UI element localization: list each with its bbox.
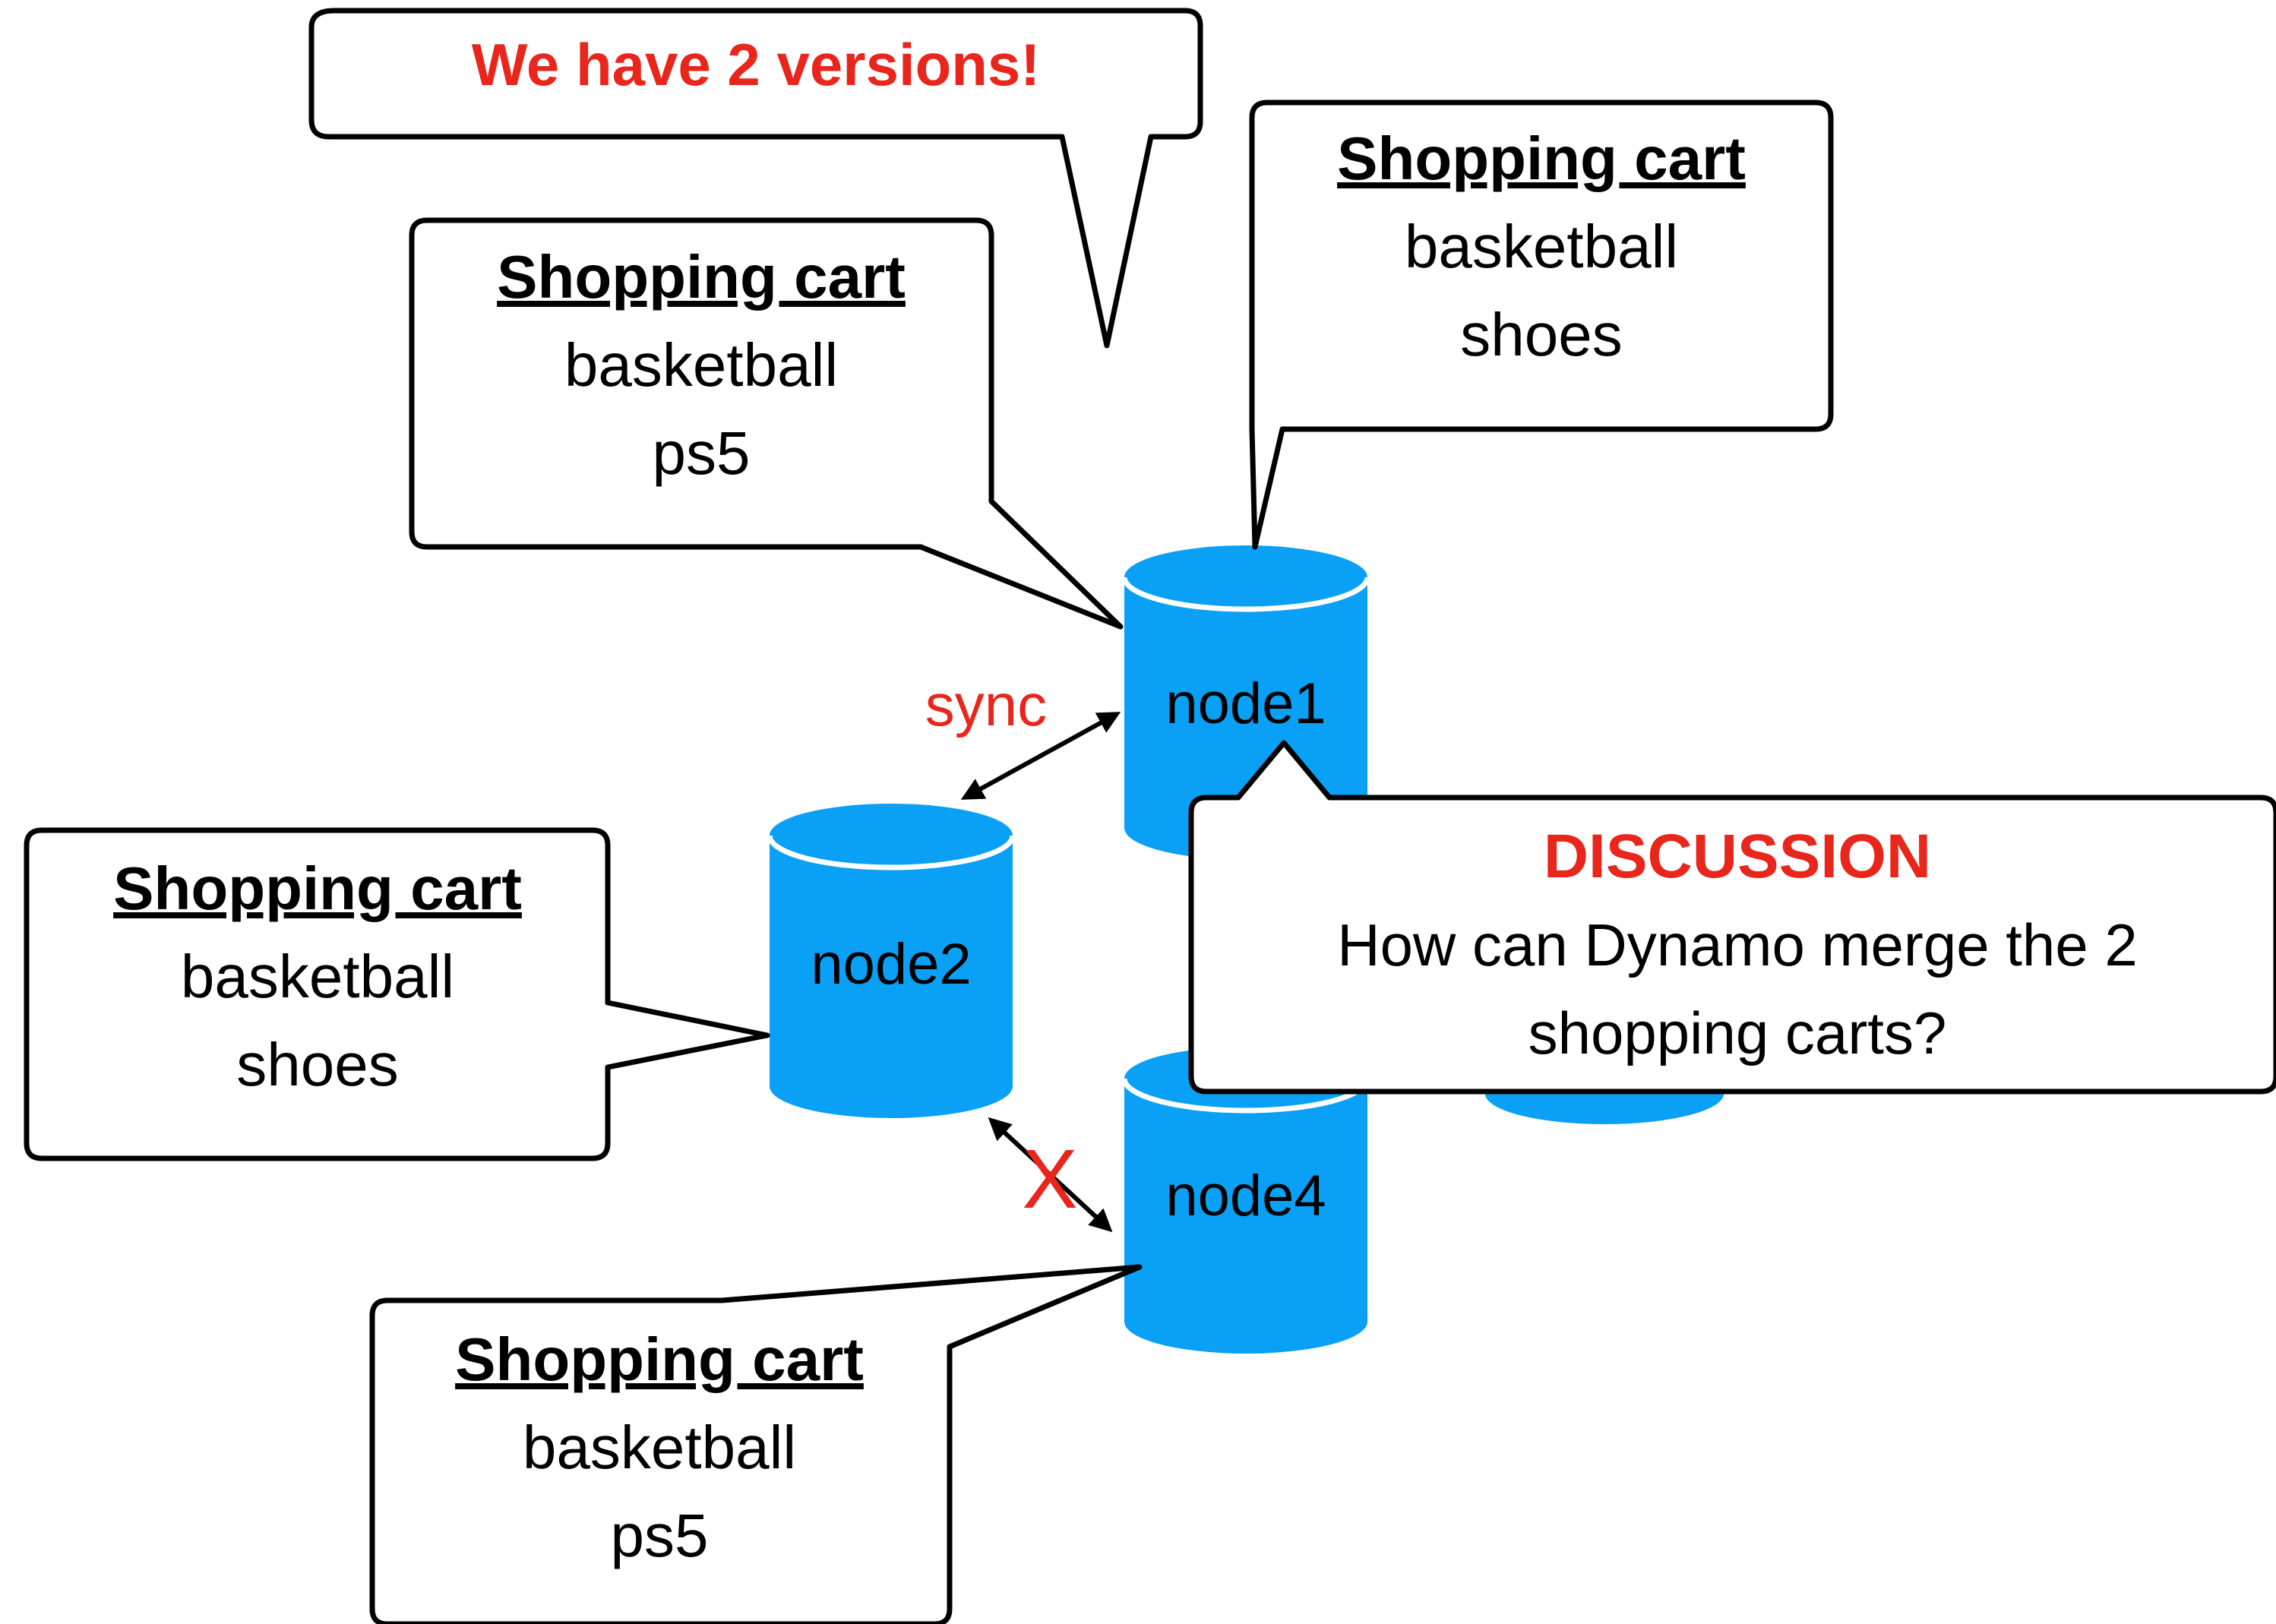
cart-bubble-node1-other — [409, 217, 1124, 630]
cart-bubble-node1 — [1249, 100, 1834, 550]
cart-node1-other-title: Shopping cart — [497, 243, 906, 311]
discussion-title: DISCUSSION — [1544, 822, 1931, 891]
discussion-line-1: How can Dynamo merge the 2 — [1337, 912, 2138, 978]
cart-node2-title: Shopping cart — [113, 855, 522, 922]
cart-node1-item-2: shoes — [1460, 301, 1622, 368]
node4-label: node4 — [1165, 1164, 1326, 1228]
cart-bubble-node2 — [24, 827, 770, 1161]
failed-link-marker: X — [1022, 1133, 1077, 1226]
headline-text: We have 2 versions! — [472, 31, 1041, 98]
cylinder-node2 — [767, 804, 1016, 1118]
cart-node1-title: Shopping cart — [1337, 125, 1746, 192]
cart-node4-item-1: basketball — [523, 1414, 796, 1481]
cart-node4-title: Shopping cart — [455, 1325, 864, 1393]
discussion-bubble — [1188, 740, 2276, 1095]
discussion-line-2: shopping carts? — [1528, 1000, 1947, 1066]
cart-bubble-node4 — [369, 1264, 1143, 1624]
cart-node4-item-2: ps5 — [611, 1502, 709, 1569]
sync-label: sync — [925, 671, 1047, 738]
cart-node1-other-item-2: ps5 — [653, 419, 751, 487]
cart-node1-other-item-1: basketball — [564, 331, 838, 399]
failed-link-arrow — [988, 1117, 1113, 1233]
cart-node2-item-2: shoes — [236, 1031, 398, 1098]
node2-label: node2 — [811, 932, 971, 997]
headline-bubble — [308, 8, 1203, 349]
node1-label: node1 — [1165, 671, 1326, 736]
cart-node1-item-1: basketball — [1405, 213, 1678, 280]
sync-arrow — [960, 712, 1121, 800]
cart-node2-item-1: basketball — [181, 943, 454, 1010]
